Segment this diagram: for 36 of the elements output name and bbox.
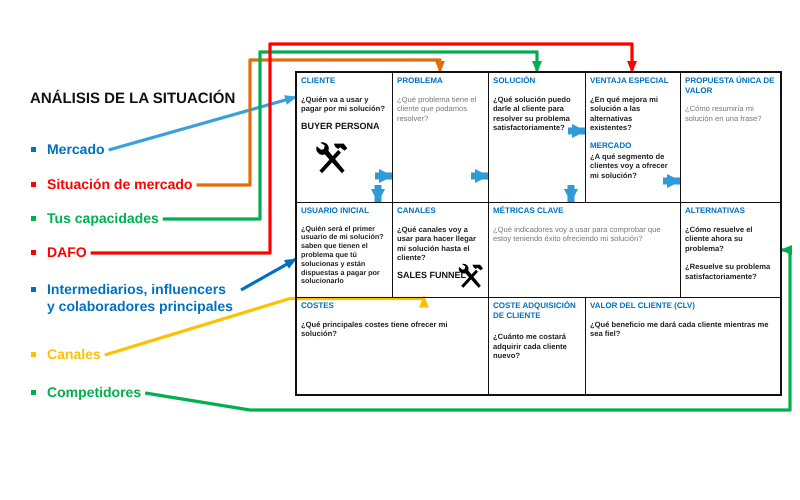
cell-heading: CLIENTE bbox=[301, 76, 336, 86]
arrow bbox=[144, 245, 792, 412]
list-item: Competidores bbox=[47, 384, 142, 401]
arrow bbox=[162, 50, 542, 221]
cell-heading: COSTE ADQUISICIÓN DE CLIENTE bbox=[493, 301, 577, 320]
arrow bbox=[104, 296, 429, 357]
cell-heading: USUARIO INICIAL bbox=[301, 206, 370, 216]
arrow bbox=[240, 258, 297, 292]
cell-heading: MÉTRICAS CLAVE bbox=[493, 206, 565, 216]
cell-heading: CANALES bbox=[397, 206, 437, 216]
block-arrow bbox=[471, 169, 489, 183]
arrow bbox=[90, 42, 637, 255]
title: ANÁLISIS DE LA SITUACIÓN bbox=[30, 90, 236, 107]
cell-heading: PROPUESTA ÚNICA DE VALOR bbox=[685, 76, 776, 96]
cell-heading: VALOR DEL CLIENTE (CLV) bbox=[590, 301, 696, 311]
cell-heading: SOLUCIÓN bbox=[493, 76, 536, 86]
block-arrow bbox=[663, 174, 681, 188]
note-text: SALES FUNNEL bbox=[397, 270, 468, 281]
cell-heading: PROBLEMA bbox=[397, 76, 444, 86]
list-item: Situación de mercado bbox=[47, 176, 192, 193]
note-text: BUYER PERSONA bbox=[301, 122, 381, 132]
block-arrow bbox=[371, 185, 385, 203]
cell-heading: MERCADO bbox=[590, 140, 632, 151]
list-item: DAFO bbox=[47, 244, 87, 261]
list-item: Tus capacidades bbox=[47, 210, 159, 227]
cell-heading: COSTES bbox=[301, 301, 335, 311]
cell-heading: VENTAJA ESPECIAL bbox=[590, 76, 670, 86]
cell-heading: ALTERNATIVAS bbox=[685, 206, 746, 216]
list-item: Canales bbox=[47, 346, 101, 363]
block-arrow bbox=[564, 185, 578, 203]
arrow bbox=[196, 58, 445, 187]
block-arrow bbox=[375, 169, 393, 183]
block-arrow bbox=[568, 124, 586, 138]
list-item: Intermediarios, influencers y colaboradores principales bbox=[47, 281, 237, 315]
arrow bbox=[108, 95, 297, 152]
list-item: Mercado bbox=[47, 141, 105, 158]
